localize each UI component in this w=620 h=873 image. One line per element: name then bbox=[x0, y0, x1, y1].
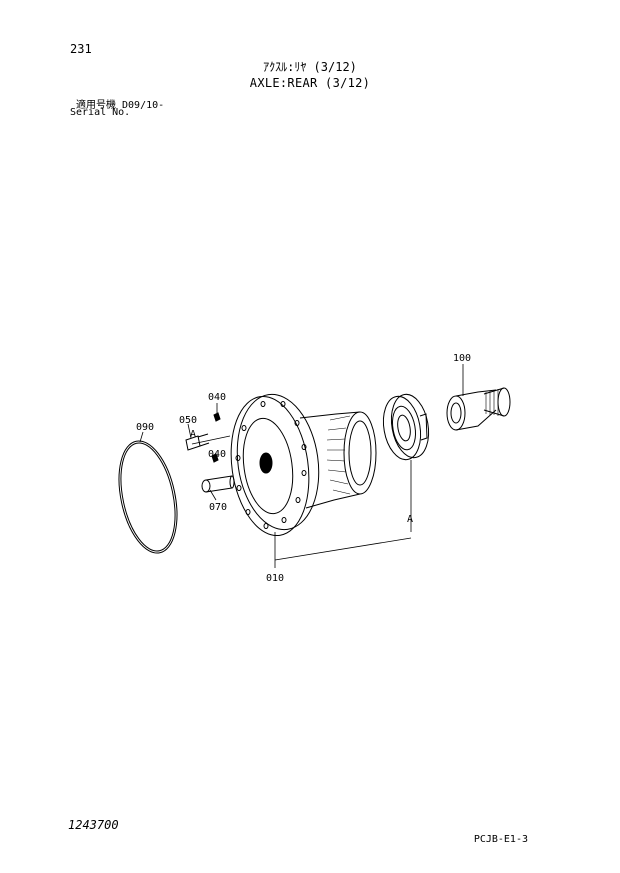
label-040-lower: 040 bbox=[208, 449, 226, 460]
ref-mark-a-large: A bbox=[407, 514, 413, 525]
shaft-100 bbox=[446, 387, 511, 431]
flange-bolt-holes bbox=[235, 401, 307, 529]
ref-mark-a-small: A bbox=[190, 429, 196, 440]
label-070: 070 bbox=[209, 502, 227, 513]
washers-040 bbox=[211, 412, 221, 463]
page-title-japanese: ｱｸｽﾙ:ﾘﾔ (3/12) bbox=[263, 60, 357, 74]
axle-housing-010 bbox=[230, 393, 377, 537]
label-040-upper: 040 bbox=[208, 392, 226, 403]
bearing-assembly bbox=[382, 393, 430, 461]
label-100: 100 bbox=[453, 353, 471, 364]
plug-050 bbox=[185, 433, 210, 451]
label-010: 010 bbox=[266, 573, 284, 584]
leader-lines bbox=[139, 364, 464, 568]
serial-label-japanese: 適用号機 D09/10- bbox=[76, 100, 165, 111]
label-090: 090 bbox=[136, 422, 154, 433]
spline-teeth bbox=[326, 415, 351, 495]
o-ring-090 bbox=[118, 440, 178, 554]
document-number: 1243700 bbox=[68, 818, 119, 832]
page-number: 231 bbox=[70, 42, 92, 56]
page-reference: PCJB-E1-3 bbox=[473, 834, 528, 845]
page-title: AXLE:REAR (3/12) bbox=[249, 76, 371, 90]
label-050: 050 bbox=[179, 415, 197, 426]
serial-label: Serial No. bbox=[70, 107, 131, 118]
bolt-070 bbox=[201, 475, 235, 493]
